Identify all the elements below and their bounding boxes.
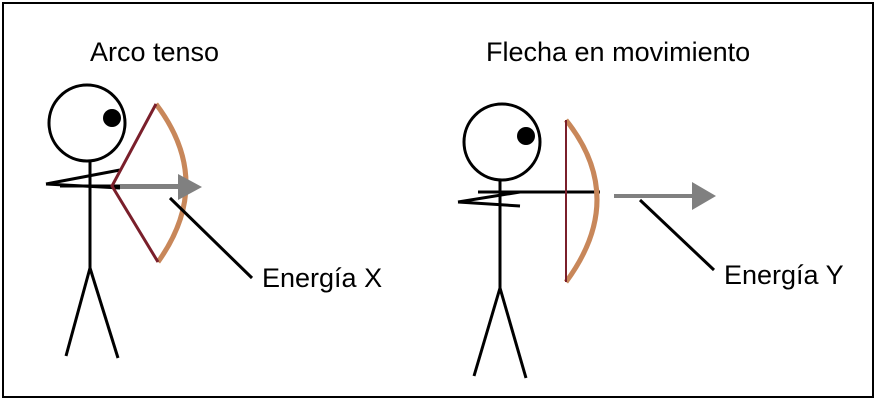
energy-y-pointer	[638, 198, 716, 272]
right-archer-figure	[457, 102, 600, 379]
diagram-frame	[2, 2, 874, 398]
left-archer-figure	[45, 83, 180, 359]
right-archer-head	[462, 102, 542, 182]
left-arrow	[120, 174, 202, 200]
energy-y-label: Energía Y	[724, 260, 844, 290]
right-archer-arm-back-lower	[457, 200, 521, 208]
energy-x-pointer	[168, 196, 254, 280]
left-archer-leg-left	[64, 267, 92, 357]
right-archer-leg-left	[472, 287, 502, 377]
panel-title-arrow-motion: Flecha en movimiento	[486, 37, 751, 67]
panel-title-tense-bow: Arco tenso	[90, 37, 220, 67]
left-archer-eye	[103, 109, 121, 127]
right-archer-eye	[517, 127, 535, 145]
left-archer-head	[47, 83, 127, 163]
right-archer-leg-right	[498, 287, 528, 379]
right-archer-arm-back	[457, 190, 521, 204]
left-archer-arm-back	[45, 168, 121, 186]
energy-x-label: Energía X	[262, 263, 383, 293]
right-bow-wood	[563, 118, 600, 284]
left-bow-string	[110, 103, 160, 263]
right-arrow	[614, 182, 716, 210]
left-archer-leg-right	[88, 267, 120, 359]
